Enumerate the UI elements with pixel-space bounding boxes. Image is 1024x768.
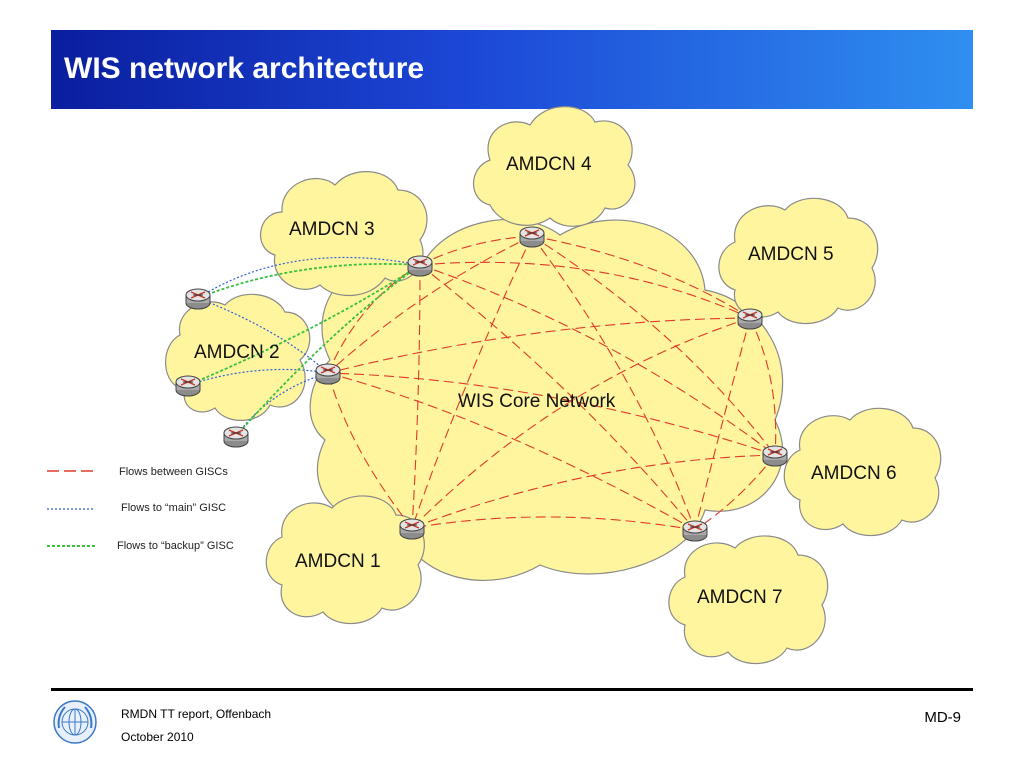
wmo-emblem-icon bbox=[53, 700, 97, 744]
router-amdcn4 bbox=[519, 226, 545, 248]
router-amdcn5 bbox=[737, 308, 763, 330]
cloud-amdcn2 bbox=[165, 293, 311, 421]
label-amdcn4: AMDCN 4 bbox=[506, 154, 592, 175]
legend-label-main-gisc: Flows to “main” GISC bbox=[121, 502, 226, 514]
slide-title: WIS network architecture bbox=[64, 52, 425, 85]
page-number: MD-9 bbox=[924, 709, 961, 726]
footer-rule bbox=[51, 688, 973, 691]
footer-report: RMDN TT report, Offenbach bbox=[121, 707, 272, 721]
footer-date: October 2010 bbox=[121, 730, 194, 744]
router-amdcn2-lower bbox=[175, 375, 201, 397]
title-bar: WIS network architecture bbox=[51, 30, 973, 109]
legend: Flows between GISCs Flows to “main” GISC… bbox=[47, 466, 234, 552]
legend-label-gisc-flows: Flows between GISCs bbox=[119, 466, 228, 478]
label-amdcn5: AMDCN 5 bbox=[748, 244, 834, 265]
label-amdcn1: AMDCN 1 bbox=[295, 551, 381, 572]
router-amdcn2-gisc bbox=[315, 363, 341, 385]
cloud-amdcn5 bbox=[718, 197, 879, 325]
backup-gisc-flow-lines bbox=[187, 263, 421, 437]
router-amdcn6 bbox=[762, 445, 788, 467]
router-amdcn7 bbox=[682, 520, 708, 542]
router-amdcn3 bbox=[407, 255, 433, 277]
cloud-amdcn7 bbox=[668, 535, 829, 665]
cloud-amdcn6 bbox=[783, 407, 942, 537]
router-outside bbox=[223, 426, 249, 448]
router-amdcn1 bbox=[399, 518, 425, 540]
legend-label-backup-gisc: Flows to “backup” GISC bbox=[117, 540, 234, 552]
label-amdcn2: AMDCN 2 bbox=[194, 342, 280, 363]
label-amdcn6: AMDCN 6 bbox=[811, 463, 897, 484]
cloud-amdcn4 bbox=[473, 106, 636, 227]
label-amdcn3: AMDCN 3 bbox=[289, 219, 375, 240]
router-amdcn2-upper bbox=[185, 288, 211, 310]
core-network-label: WIS Core Network bbox=[458, 391, 616, 412]
label-amdcn7: AMDCN 7 bbox=[697, 587, 783, 608]
